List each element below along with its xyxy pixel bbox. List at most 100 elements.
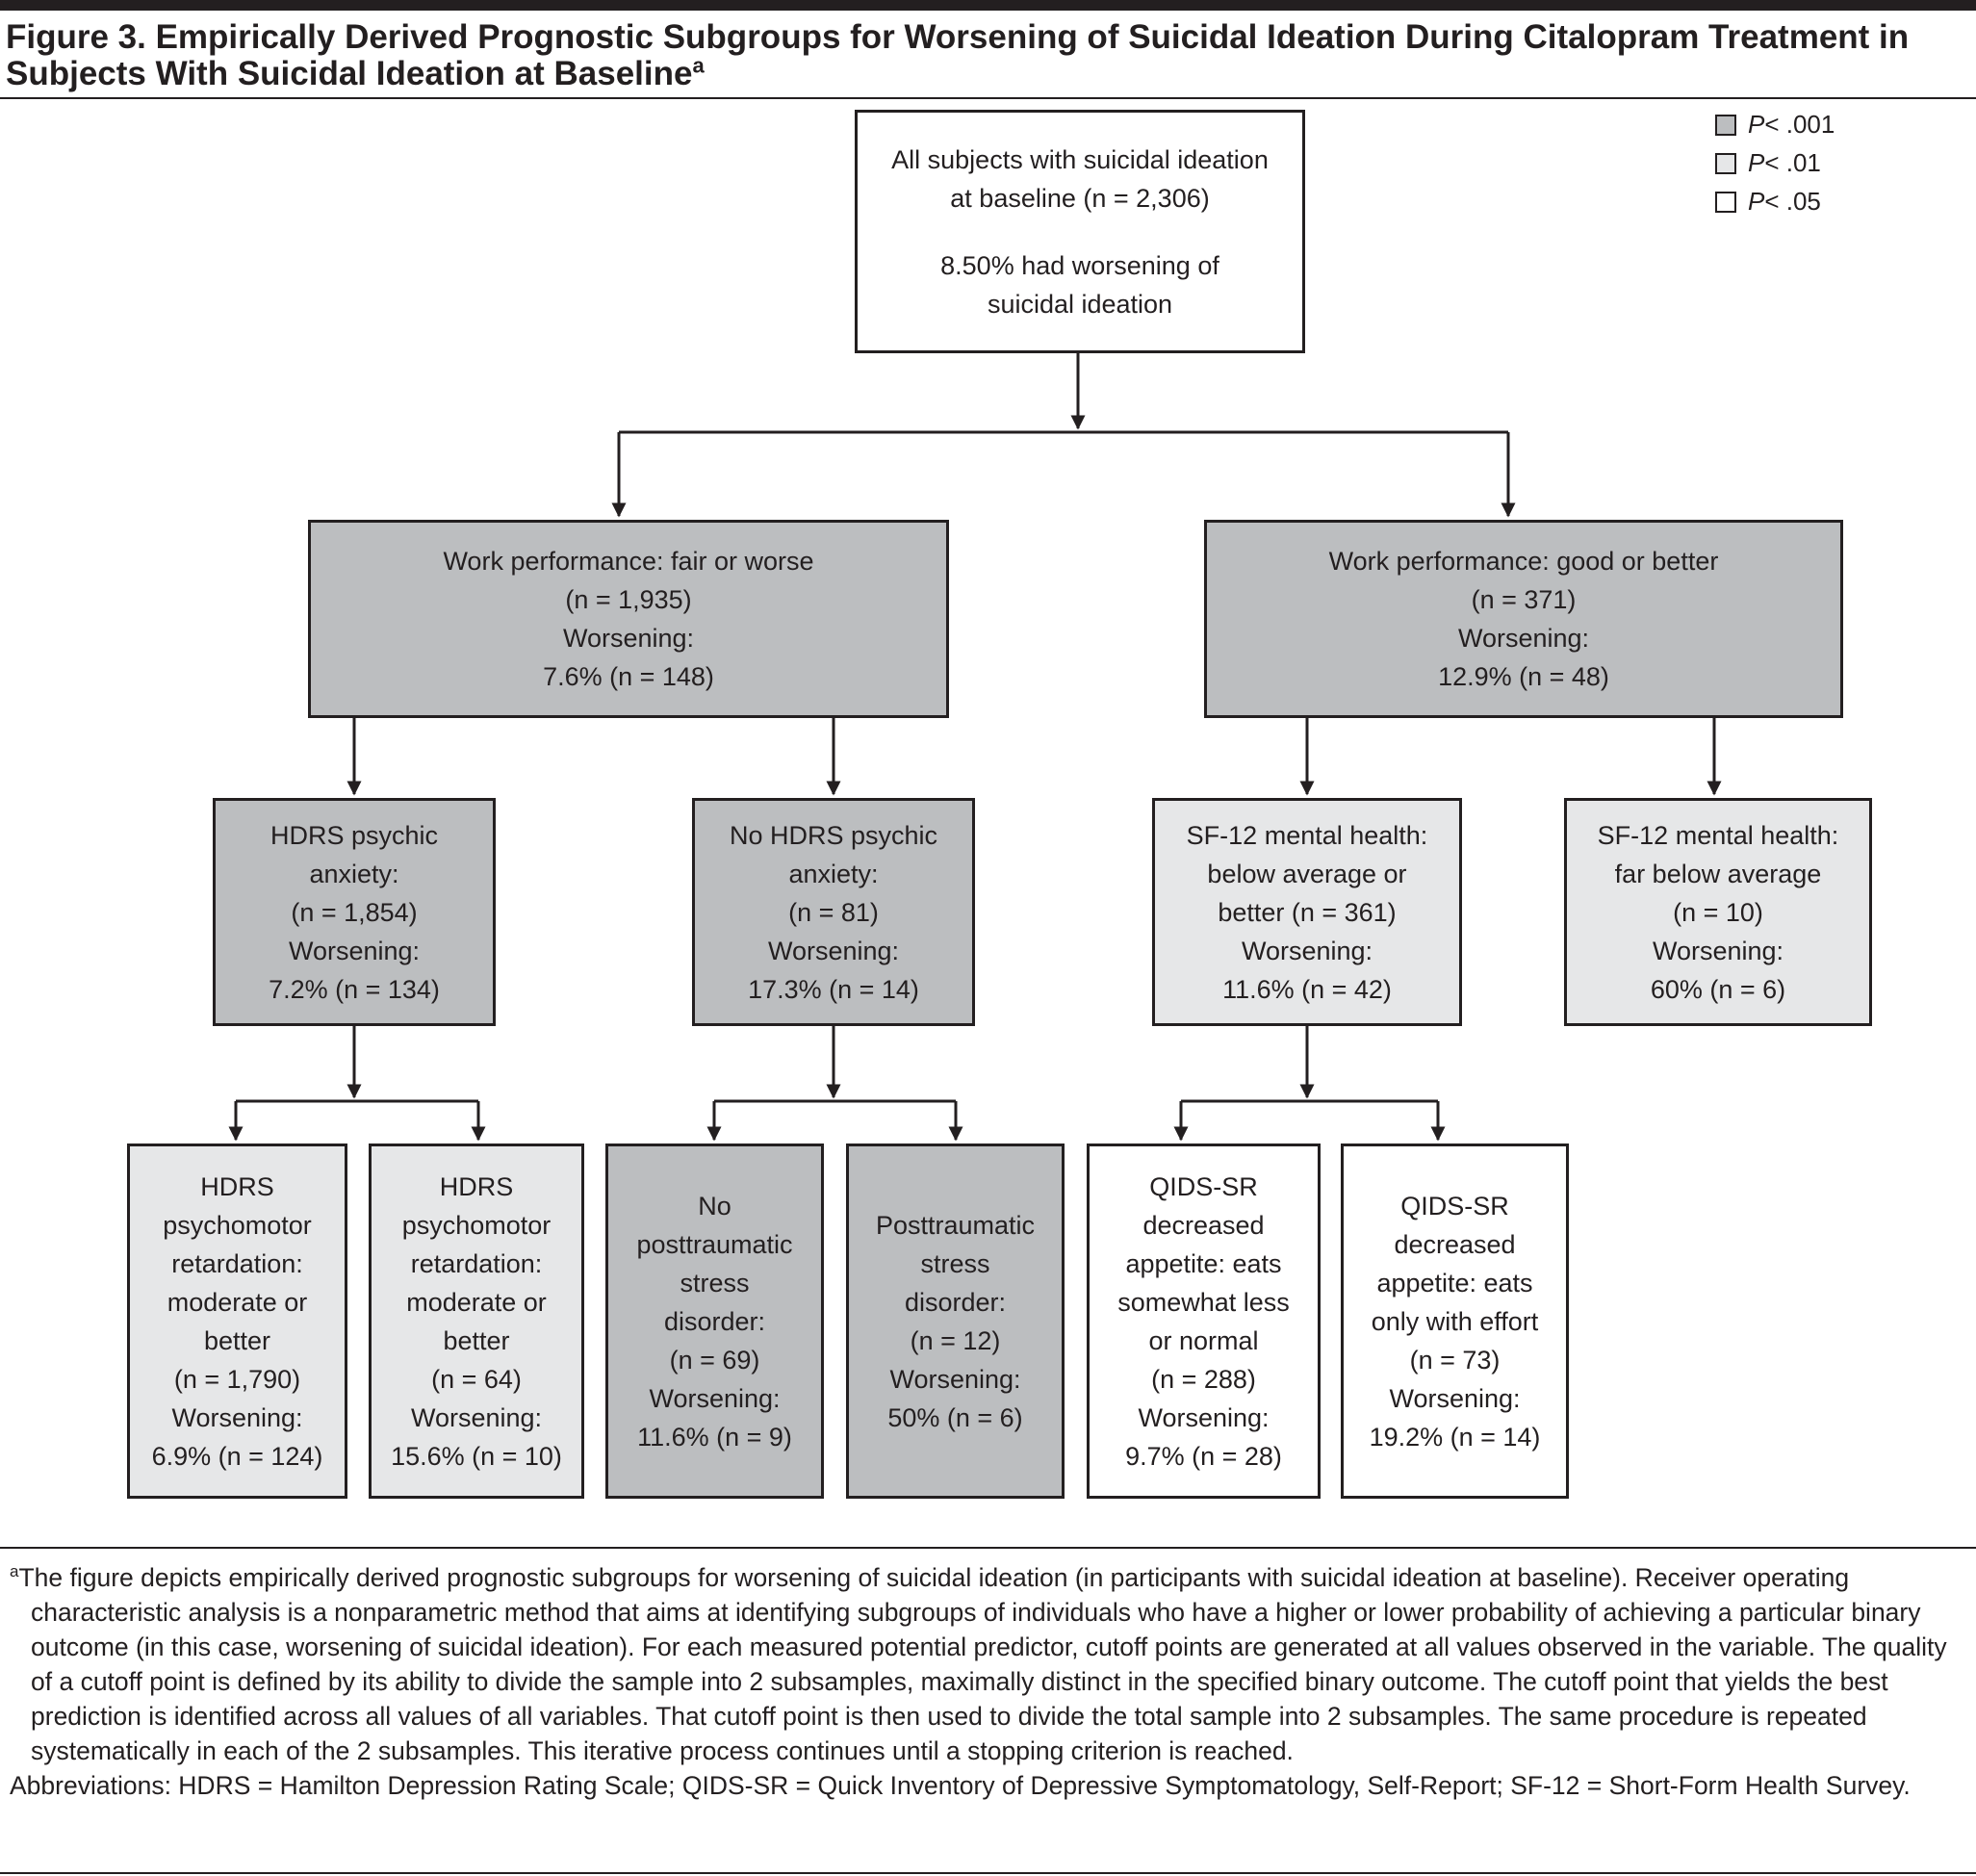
node-hdrs-pmr-2-line-6: (n = 64) xyxy=(431,1364,522,1394)
node-no-hdrs-anxiety-line-5: 17.3% (n = 14) xyxy=(748,974,919,1004)
node-ptsd-line-1: Posttraumatic xyxy=(875,1210,1036,1240)
node-qids-less-line-1: QIDS-SR decreased xyxy=(1142,1171,1265,1240)
node-no-hdrs-anxiety-line-3: (n = 81) xyxy=(788,897,879,927)
legend-value-3: < .05 xyxy=(1764,187,1821,216)
node-work-fair-line-1: Work performance: fair or worse xyxy=(443,547,814,576)
footnote-sup: a xyxy=(10,1562,19,1580)
node-sf12-far: SF-12 mental health: far below average (… xyxy=(1564,798,1872,1026)
legend-swatch-dark xyxy=(1715,114,1736,136)
node-hdrs-pmr-2-line-5: better xyxy=(443,1325,510,1355)
node-qids-effort: QIDS-SR decreased appetite: eats only wi… xyxy=(1341,1144,1569,1499)
node-ptsd: Posttraumatic stress disorder: (n = 12) … xyxy=(846,1144,1065,1499)
node-hdrs-anxiety-line-5: 7.2% (n = 134) xyxy=(269,974,440,1004)
legend-item-p01: P < .01 xyxy=(1715,148,1821,178)
node-ptsd-line-5: Worsening: xyxy=(889,1364,1021,1394)
node-qids-effort-line-1: QIDS-SR xyxy=(1400,1191,1509,1221)
node-hdrs-pmr-1-line-1: HDRS xyxy=(200,1171,274,1201)
node-ptsd-line-3: disorder: xyxy=(904,1287,1007,1317)
node-hdrs-pmr-1-line-4: moderate or xyxy=(167,1287,308,1317)
node-work-fair-line-4: 7.6% (n = 148) xyxy=(543,662,714,691)
node-qids-effort-line-7: 19.2% (n = 14) xyxy=(1369,1422,1541,1452)
node-ptsd-line-6: 50% (n = 6) xyxy=(887,1402,1023,1432)
node-sf12-below: SF-12 mental health: below average or be… xyxy=(1152,798,1462,1026)
node-root-line-3: 8.50% had worsening of xyxy=(940,250,1219,280)
tree-connectors xyxy=(228,353,1722,1142)
legend-item-p05: P < .05 xyxy=(1715,187,1821,217)
legend-value-1: < .001 xyxy=(1764,110,1835,139)
node-hdrs-pmr-1: HDRS psychomotor retardation: moderate o… xyxy=(127,1144,347,1499)
node-hdrs-pmr-1-line-6: (n = 1,790) xyxy=(173,1364,301,1394)
node-hdrs-pmr-2-line-8: 15.6% (n = 10) xyxy=(391,1441,562,1471)
node-root-line-1: All subjects with suicidal ideation xyxy=(891,144,1269,174)
node-qids-effort-line-4: only with effort xyxy=(1371,1306,1539,1336)
node-sf12-below-line-3: better (n = 361) xyxy=(1218,897,1397,927)
legend-item-p001: P < .001 xyxy=(1715,110,1835,140)
node-sf12-below-line-5: 11.6% (n = 42) xyxy=(1222,974,1392,1004)
node-hdrs-pmr-2-line-7: Worsening: xyxy=(410,1402,543,1432)
node-root-line-2: at baseline (n = 2,306) xyxy=(950,183,1210,213)
footnote-rule xyxy=(0,1547,1976,1549)
footnote-description: aThe figure depicts empirically derived … xyxy=(10,1555,1963,1768)
node-no-ptsd-line-2: posttraumatic xyxy=(636,1229,793,1259)
node-qids-effort-line-6: Worsening: xyxy=(1389,1383,1521,1413)
node-hdrs-anxiety-line-2: anxiety: xyxy=(309,859,399,888)
node-hdrs-pmr-1-line-8: 6.9% (n = 124) xyxy=(151,1441,323,1471)
node-qids-less: QIDS-SR decreased appetite: eats somewha… xyxy=(1087,1144,1321,1499)
node-hdrs-pmr-1-line-2: psychomotor xyxy=(163,1210,312,1240)
footnote-text: The figure depicts empirically derived p… xyxy=(18,1562,1947,1765)
node-hdrs-pmr-1-line-5: better xyxy=(203,1325,271,1355)
node-work-good-line-3: Worsening: xyxy=(1457,624,1590,653)
node-qids-less-line-7: 9.7% (n = 28) xyxy=(1125,1441,1282,1471)
node-hdrs-pmr-1-line-7: Worsening: xyxy=(171,1402,303,1432)
node-sf12-below-line-1: SF-12 mental health: xyxy=(1186,820,1428,850)
figure-title-text: Figure 3. Empirically Derived Prognostic… xyxy=(6,18,1910,92)
node-ptsd-line-4: (n = 12) xyxy=(910,1325,1001,1355)
node-no-ptsd-line-7: 11.6% (n = 9) xyxy=(637,1422,792,1452)
node-sf12-far-line-4: Worsening: xyxy=(1652,936,1784,965)
node-hdrs-pmr-2-line-1: HDRS xyxy=(439,1171,514,1201)
figure-title: Figure 3. Empirically Derived Prognostic… xyxy=(6,19,1969,92)
bottom-rule xyxy=(0,1872,1976,1874)
node-qids-less-line-3: somewhat less xyxy=(1117,1287,1290,1317)
node-hdrs-anxiety-line-3: (n = 1,854) xyxy=(291,897,418,927)
legend-p-label-3: P xyxy=(1748,187,1765,216)
node-no-ptsd-line-5: (n = 69) xyxy=(669,1345,760,1375)
node-work-good-line-4: 12.9% (n = 48) xyxy=(1438,662,1609,691)
node-hdrs-anxiety: HDRS psychic anxiety: (n = 1,854) Worsen… xyxy=(213,798,496,1026)
node-qids-less-line-4: or normal xyxy=(1148,1325,1259,1355)
node-work-fair-line-2: (n = 1,935) xyxy=(565,585,692,614)
node-no-ptsd-line-1: No xyxy=(698,1191,731,1221)
node-sf12-far-line-2: far below average xyxy=(1614,859,1822,888)
node-no-hdrs-anxiety-line-2: anxiety: xyxy=(788,859,879,888)
node-sf12-below-line-2: below average or xyxy=(1207,859,1407,888)
node-no-hdrs-anxiety-line-1: No HDRS psychic xyxy=(729,820,938,850)
node-qids-effort-line-2: decreased xyxy=(1394,1229,1516,1259)
node-no-ptsd-line-4: disorder: xyxy=(663,1306,766,1336)
node-no-ptsd-line-6: Worsening: xyxy=(649,1383,781,1413)
node-work-good-line-2: (n = 371) xyxy=(1471,585,1577,614)
node-qids-effort-line-5: (n = 73) xyxy=(1409,1345,1501,1375)
legend-p-label-2: P xyxy=(1748,148,1765,177)
node-hdrs-pmr-2-line-2: psychomotor xyxy=(401,1210,552,1240)
node-hdrs-pmr-2: HDRS psychomotor retardation: moderate o… xyxy=(369,1144,584,1499)
node-sf12-far-line-5: 60% (n = 6) xyxy=(1650,974,1786,1004)
node-sf12-far-line-3: (n = 10) xyxy=(1673,897,1763,927)
title-rule xyxy=(0,97,1976,99)
node-no-ptsd-line-3: stress xyxy=(680,1268,750,1298)
node-hdrs-pmr-2-line-3: retardation: xyxy=(410,1248,543,1278)
node-work-good: Work performance: good or better (n = 37… xyxy=(1204,520,1843,718)
legend-swatch-white xyxy=(1715,191,1736,213)
node-qids-less-line-6: Worsening: xyxy=(1138,1402,1270,1432)
node-sf12-far-line-1: SF-12 mental health: xyxy=(1597,820,1839,850)
node-no-ptsd: No posttraumatic stress disorder: (n = 6… xyxy=(605,1144,824,1499)
node-sf12-below-line-4: Worsening: xyxy=(1241,936,1373,965)
legend-swatch-light xyxy=(1715,152,1736,174)
legend-value-2: < .01 xyxy=(1764,148,1821,177)
node-qids-less-line-2: appetite: eats xyxy=(1125,1248,1282,1278)
node-root: All subjects with suicidal ideation at b… xyxy=(855,110,1305,353)
node-hdrs-anxiety-line-1: HDRS psychic xyxy=(269,820,439,850)
node-ptsd-line-2: stress xyxy=(920,1248,990,1278)
footnote: aThe figure depicts empirically derived … xyxy=(10,1555,1963,1803)
top-rule xyxy=(0,0,1976,11)
legend-p-label-1: P xyxy=(1748,110,1765,139)
